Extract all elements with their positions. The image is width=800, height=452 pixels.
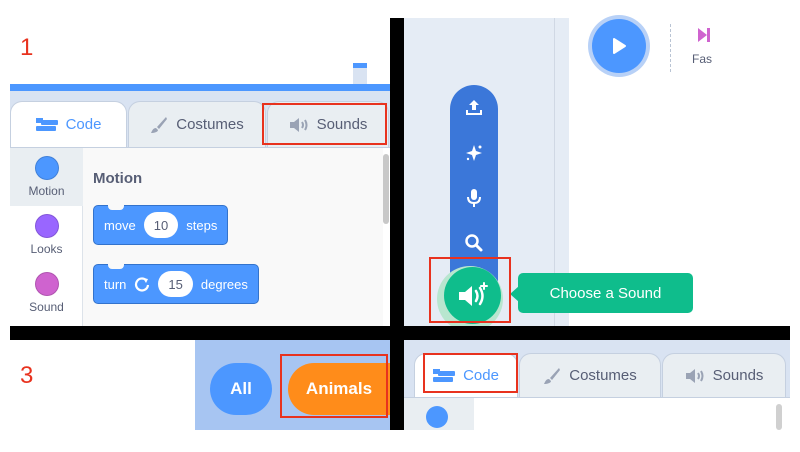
tab-costumes[interactable]: Costumes [128,101,266,147]
choose-sound-button[interactable] [444,267,501,324]
category-looks[interactable]: Looks [10,206,83,264]
tab-costumes-label: Costumes [569,367,637,384]
tab-costumes[interactable]: Costumes [519,353,661,397]
tab-code[interactable]: Code [10,101,127,147]
search-icon [465,234,483,252]
brush-icon [544,367,561,384]
play-button[interactable] [592,19,646,73]
steps-input[interactable]: 10 [143,212,179,238]
panel-divider-vertical [390,18,404,430]
tab-code[interactable]: Code [414,353,518,397]
surprise-sparkle-icon [466,145,482,161]
looks-color-dot [34,214,59,238]
step-number-3: 3 [20,362,34,389]
block-text: steps [186,217,218,233]
search-sound-button[interactable] [462,231,486,255]
category-menu: Motion Looks Sound [10,148,83,327]
microphone-icon [467,189,481,207]
toolbar-separator [670,24,671,72]
add-sound-icon [458,281,488,306]
upload-sound-button[interactable] [462,95,486,119]
filter-all-button[interactable]: All [210,363,272,415]
brush-icon [151,116,168,133]
category-label: Motion [28,184,65,198]
sound-color-dot [34,272,59,296]
palette-scrollbar[interactable] [383,154,389,224]
palette-scrollbar[interactable] [776,404,782,430]
play-icon [613,38,626,54]
filter-animals-button[interactable]: Animals [288,363,390,415]
block-palette: Motion move 10 steps turn 15 degrees [83,148,383,327]
speaker-icon [289,117,308,132]
turn-degrees-block[interactable]: turn 15 degrees [93,264,259,304]
pane-divider [554,18,569,326]
category-label: Sound [29,300,64,314]
motion-color-dot[interactable] [426,406,448,428]
stage-edge [353,63,367,84]
degrees-input[interactable]: 15 [158,271,193,297]
code-area: Motion Looks Sound Motion move 10 steps … [10,147,390,327]
category-motion[interactable]: Motion [10,148,83,206]
fast-mode-label: Fas [692,52,713,66]
block-text: turn [104,276,127,292]
block-text: degrees [200,276,248,292]
speaker-icon [685,368,704,383]
category-label: Looks [30,242,63,256]
move-steps-block[interactable]: move 10 steps [93,205,229,245]
category-sound[interactable]: Sound [10,264,83,322]
tab-costumes-label: Costumes [176,116,244,133]
code-icon [35,117,58,131]
choose-sound-tooltip: Choose a Sound [518,273,693,313]
upload-icon [466,100,482,115]
rotate-clockwise-icon [135,277,150,292]
editor-tab-strip: Code Costumes Sounds [10,91,390,147]
tab-sounds[interactable]: Sounds [662,353,786,397]
tab-code-label: Code [463,367,499,384]
record-button[interactable] [462,186,486,210]
step-number-1: 1 [20,34,34,61]
tab-code-label: Code [65,116,102,133]
tab-sounds[interactable]: Sounds [267,101,389,147]
sound-options-menu [450,85,498,285]
tab-sounds-label: Sounds [316,116,368,133]
tab-sounds-label: Sounds [712,367,764,384]
fast-mode-icon[interactable] [698,28,710,45]
motion-color-dot [34,156,59,180]
block-text: move [104,217,136,233]
palette-title: Motion [93,170,143,187]
code-icon [433,368,456,382]
surprise-button[interactable] [462,141,486,165]
menu-bar-edge [10,84,390,91]
tooltip-arrow [510,286,519,302]
panel-divider-horizontal [10,326,790,340]
